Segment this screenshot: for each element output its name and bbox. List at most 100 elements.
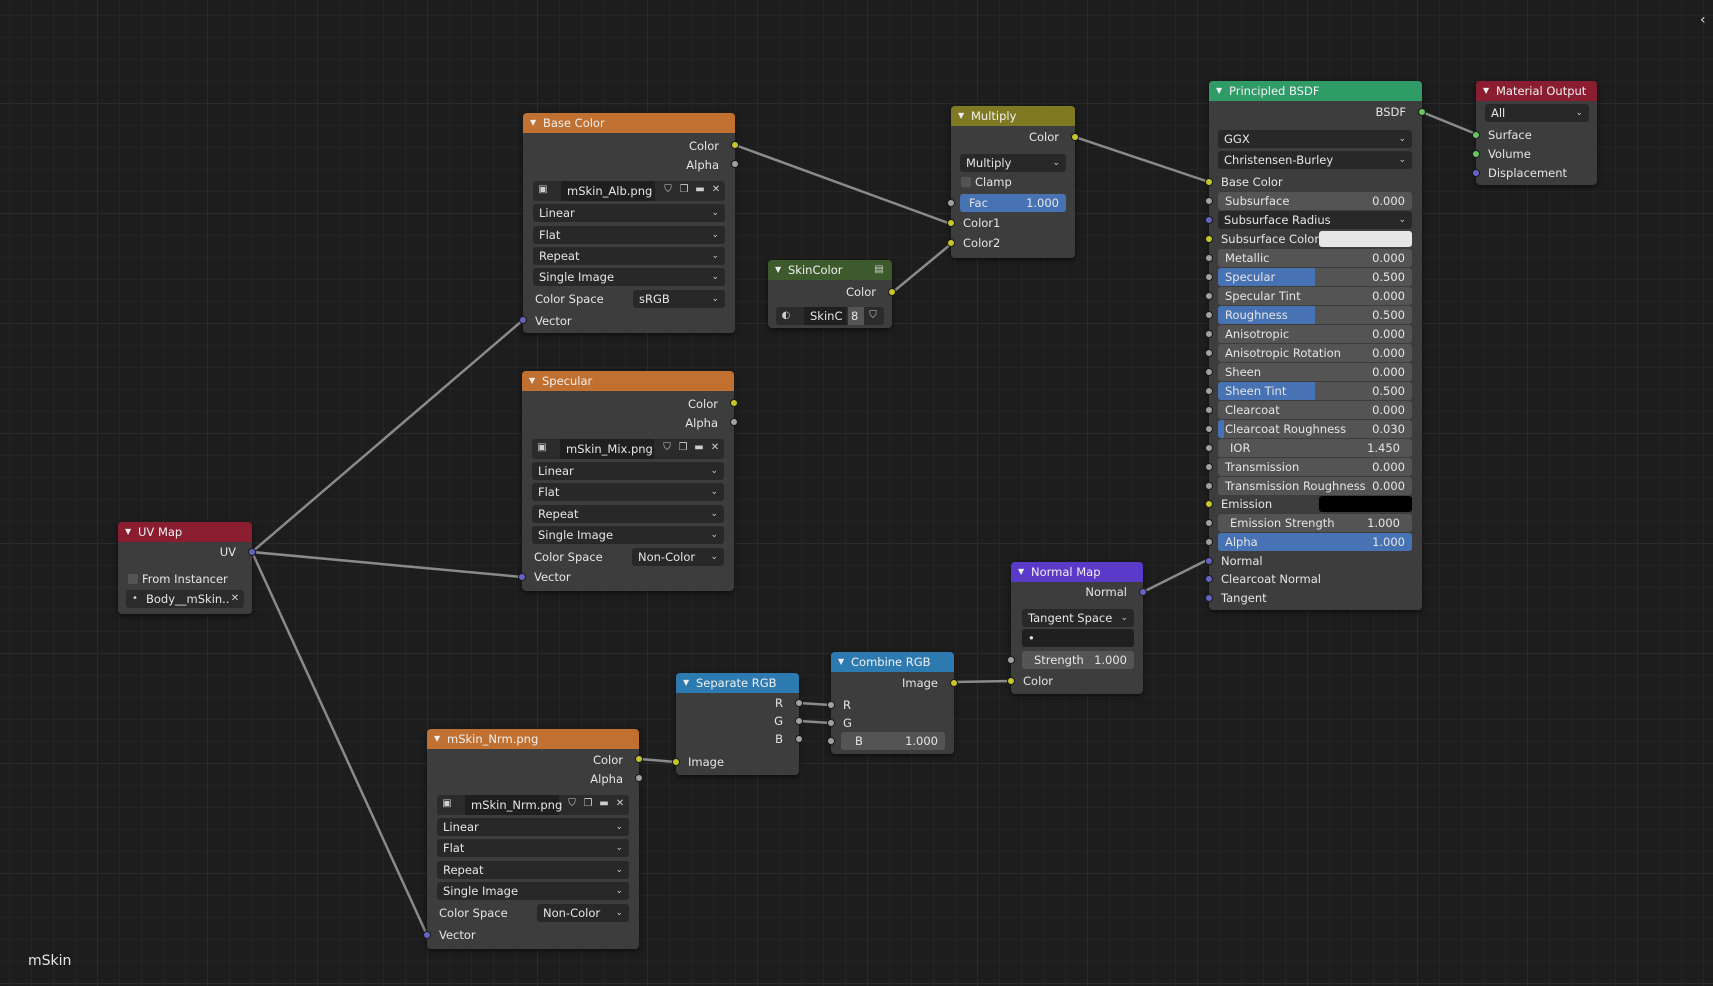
- transmission-roughness-slider[interactable]: Transmission Roughness 0.000: [1218, 477, 1412, 495]
- normal-map-node[interactable]: ▼ Normal Map Normal Tangent Space⌄ • Str…: [1007, 562, 1147, 694]
- close-icon[interactable]: ✕: [710, 442, 720, 453]
- collapse-triangle-icon[interactable]: ▼: [1018, 567, 1025, 576]
- input-anisotropic-socket[interactable]: [1205, 330, 1213, 338]
- input-fac-socket[interactable]: [947, 199, 955, 207]
- output-alpha-socket[interactable]: [730, 418, 738, 426]
- emission-color-swatch[interactable]: [1319, 496, 1412, 512]
- input-g-socket[interactable]: [827, 719, 835, 727]
- duplicate-icon[interactable]: ❐: [678, 442, 688, 453]
- ior-field[interactable]: IOR 1.450: [1218, 439, 1412, 457]
- node-header[interactable]: ▼ Material Output: [1476, 81, 1597, 101]
- node-header[interactable]: ▼ Multiply: [951, 106, 1075, 126]
- specular-node[interactable]: ▼ Specular Color Alpha ▣ mSkin_Mix.png ⛉…: [518, 371, 738, 591]
- duplicate-icon[interactable]: ❐: [583, 798, 593, 809]
- subsurface-color-swatch[interactable]: [1319, 231, 1412, 247]
- node-header[interactable]: ▼ Specular: [522, 371, 734, 391]
- input-normal-socket[interactable]: [1205, 557, 1213, 565]
- input-displacement-socket[interactable]: [1472, 169, 1480, 177]
- uv-map-node[interactable]: ▼ UV Map UV From Instancer • Body__mSkin…: [118, 522, 256, 614]
- uv-map-field[interactable]: •: [1022, 629, 1134, 647]
- input-volume-socket[interactable]: [1472, 150, 1480, 158]
- group-selector[interactable]: ◐ SkinC 8 ⛉: [776, 307, 884, 325]
- subsurface-method-dropdown[interactable]: Christensen-Burley⌄: [1218, 151, 1412, 169]
- output-bsdf-socket[interactable]: [1418, 108, 1426, 116]
- input-r-socket[interactable]: [827, 701, 835, 709]
- sheen-slider[interactable]: Sheen 0.000: [1218, 363, 1412, 381]
- multiply-node[interactable]: ▼ Multiply Color Multiply⌄ Clamp Fac 1.0…: [947, 106, 1079, 258]
- strength-field[interactable]: Strength 1.000: [1022, 651, 1134, 669]
- blend-mode-dropdown[interactable]: Multiply⌄: [960, 154, 1066, 172]
- extension-dropdown[interactable]: Repeat⌄: [532, 505, 724, 523]
- image-selector[interactable]: ▣ mSkin_Nrm.png ⛉ ❐ ▬ ✕: [437, 795, 629, 815]
- collapse-triangle-icon[interactable]: ▼: [838, 657, 845, 666]
- image-name[interactable]: mSkin_Mix.png: [560, 439, 654, 459]
- material-output-node[interactable]: ▼ Material Output All⌄ Surface Volume Di…: [1472, 81, 1597, 185]
- specular-slider[interactable]: Specular 0.500: [1218, 268, 1412, 286]
- output-r-socket[interactable]: [795, 699, 803, 707]
- output-image-socket[interactable]: [950, 679, 958, 687]
- from-instancer-checkbox[interactable]: [128, 574, 138, 584]
- collapse-triangle-icon[interactable]: ▼: [683, 678, 690, 687]
- anisotropic-rotation-slider[interactable]: Anisotropic Rotation 0.000: [1218, 344, 1412, 362]
- close-icon[interactable]: ✕: [615, 798, 625, 809]
- input-roughness-socket[interactable]: [1205, 311, 1213, 319]
- node-group-icon[interactable]: ▤: [874, 264, 884, 275]
- input-specular-tint-socket[interactable]: [1205, 292, 1213, 300]
- anisotropic-slider[interactable]: Anisotropic 0.000: [1218, 325, 1412, 343]
- output-alpha-socket[interactable]: [731, 160, 739, 168]
- output-normal-socket[interactable]: [1139, 588, 1147, 596]
- projection-dropdown[interactable]: Flat⌄: [437, 839, 629, 857]
- collapse-triangle-icon[interactable]: ▼: [125, 527, 132, 536]
- input-image-socket[interactable]: [672, 758, 680, 766]
- node-header[interactable]: ▼ UV Map: [118, 522, 252, 542]
- input-metallic-socket[interactable]: [1205, 254, 1213, 262]
- clamp-checkbox[interactable]: [961, 177, 971, 187]
- subsurface-slider[interactable]: Subsurface 0.000: [1218, 192, 1412, 210]
- image-browse-icon[interactable]: ▣: [537, 442, 547, 453]
- output-color-socket[interactable]: [1071, 133, 1079, 141]
- roughness-slider[interactable]: Roughness 0.500: [1218, 306, 1412, 324]
- input-subsurface-radius-socket[interactable]: [1205, 216, 1213, 224]
- image-name[interactable]: mSkin_Alb.png: [561, 181, 655, 201]
- node-header[interactable]: ▼ Base Color: [523, 113, 735, 133]
- fake-user-shield-icon[interactable]: ⛉: [869, 310, 877, 321]
- input-transmission-roughness-socket[interactable]: [1205, 482, 1213, 490]
- node-header[interactable]: ▼ Principled BSDF: [1209, 81, 1422, 101]
- output-color-socket[interactable]: [635, 755, 643, 763]
- color-space-dropdown[interactable]: sRGB⌄: [633, 290, 725, 308]
- open-folder-icon[interactable]: ▬: [695, 184, 705, 195]
- collapse-triangle-icon[interactable]: ▼: [529, 376, 536, 385]
- fake-user-shield-icon[interactable]: ⛉: [568, 798, 576, 809]
- color-space-dropdown[interactable]: Non-Color⌄: [632, 548, 724, 566]
- input-specular-socket[interactable]: [1205, 273, 1213, 281]
- group-name[interactable]: SkinC: [804, 307, 846, 325]
- input-emission-socket[interactable]: [1205, 500, 1213, 508]
- image-selector[interactable]: ▣ mSkin_Alb.png ⛉ ❐ ▬ ✕: [533, 181, 725, 201]
- open-folder-icon[interactable]: ▬: [694, 442, 704, 453]
- input-clearcoat-normal-socket[interactable]: [1205, 575, 1213, 583]
- interpolation-dropdown[interactable]: Linear⌄: [533, 204, 725, 222]
- image-name[interactable]: mSkin_Nrm.png: [465, 795, 562, 815]
- input-base-color-socket[interactable]: [1205, 178, 1213, 186]
- image-browse-icon[interactable]: ▣: [442, 798, 452, 809]
- input-color2-socket[interactable]: [947, 239, 955, 247]
- input-color1-socket[interactable]: [947, 219, 955, 227]
- color-space-dropdown[interactable]: Non-Color⌄: [537, 904, 629, 922]
- users-count[interactable]: 8: [848, 307, 864, 325]
- source-dropdown[interactable]: Single Image⌄: [437, 882, 629, 900]
- collapse-triangle-icon[interactable]: ▼: [1216, 86, 1223, 95]
- input-vector-socket[interactable]: [423, 931, 431, 939]
- output-color-socket[interactable]: [731, 141, 739, 149]
- clearcoat-slider[interactable]: Clearcoat 0.000: [1218, 401, 1412, 419]
- collapse-triangle-icon[interactable]: ▼: [775, 265, 782, 274]
- fake-user-shield-icon[interactable]: ⛉: [664, 184, 672, 195]
- separate-rgb-node[interactable]: ▼ Separate RGB R G B Image: [672, 673, 803, 775]
- source-dropdown[interactable]: Single Image⌄: [533, 268, 725, 286]
- projection-dropdown[interactable]: Flat⌄: [532, 483, 724, 501]
- transmission-slider[interactable]: Transmission 0.000: [1218, 458, 1412, 476]
- source-dropdown[interactable]: Single Image⌄: [532, 526, 724, 544]
- input-clearcoat-socket[interactable]: [1205, 406, 1213, 414]
- input-subsurface-socket[interactable]: [1205, 197, 1213, 205]
- output-color-socket[interactable]: [730, 399, 738, 407]
- close-icon[interactable]: ✕: [711, 184, 721, 195]
